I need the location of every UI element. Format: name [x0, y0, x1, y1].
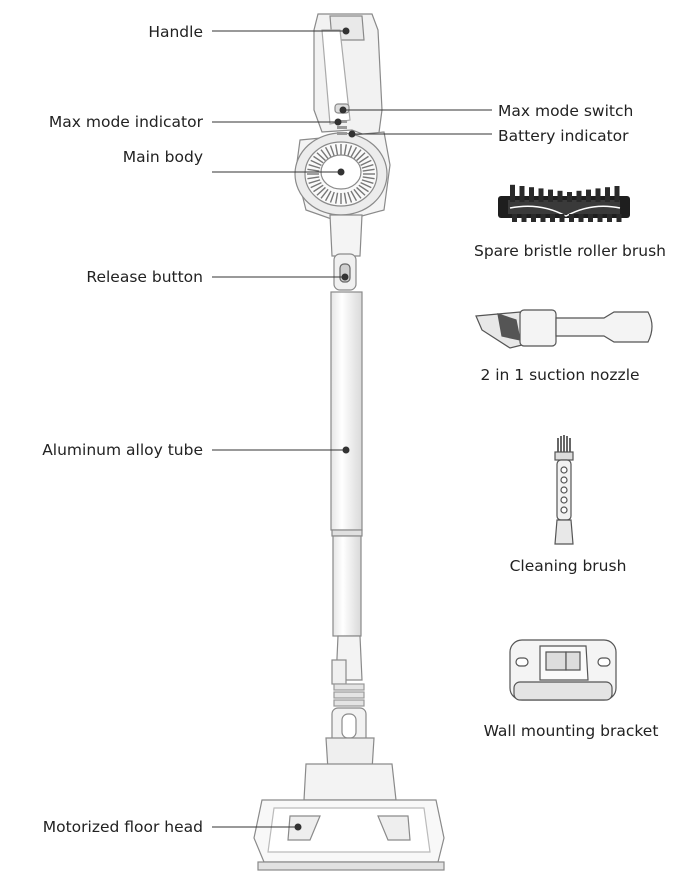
- vent-fin: [356, 152, 366, 162]
- roller-brush-image: [498, 184, 630, 222]
- bristle-tuft: [597, 214, 603, 222]
- vent-fin: [362, 176, 375, 180]
- cleaning-brush-image: [554, 435, 574, 545]
- caption-cleaning-brush: Cleaning brush: [509, 557, 627, 575]
- vent-fin: [343, 192, 348, 204]
- vent-fin: [307, 176, 320, 180]
- wall-bracket-image: [509, 639, 617, 701]
- vent-fin: [347, 191, 353, 203]
- bristle-tuft: [576, 190, 582, 202]
- vent-fin: [362, 168, 375, 172]
- bristle-tuft: [540, 214, 546, 222]
- bristle-tuft: [586, 189, 591, 202]
- label-max-mode-switch: Max mode switch: [498, 102, 634, 120]
- caption-wall-bracket: Wall mounting bracket: [483, 722, 659, 740]
- motor-vents: [307, 144, 375, 204]
- bristle-tuft: [614, 186, 620, 202]
- bristle-tuft: [607, 214, 612, 222]
- caption-roller-brush: Spare bristle roller brush: [473, 242, 666, 260]
- vent-fin: [358, 184, 369, 193]
- label-motorized-floor-head: Motorized floor head: [42, 818, 203, 836]
- bristle-tuft: [538, 188, 544, 202]
- bristle-tufts: [510, 184, 622, 222]
- vent-fin: [350, 146, 358, 158]
- bristle-tuft: [512, 214, 517, 222]
- vent-fin: [307, 168, 320, 172]
- vent-fin: [310, 181, 322, 189]
- vent-fin: [334, 192, 339, 204]
- bristle-tuft: [605, 187, 610, 202]
- vent-fin: [343, 144, 348, 156]
- vent-fin: [347, 145, 353, 157]
- vent-fin: [313, 155, 324, 164]
- vent-fin: [320, 188, 329, 199]
- label-aluminum-tube: Aluminum alloy tube: [42, 441, 203, 459]
- label-max-mode-indicator: Max mode indicator: [48, 113, 203, 131]
- vent-fin: [360, 181, 372, 189]
- vent-fin: [324, 190, 332, 202]
- vent-fin: [360, 159, 372, 167]
- vent-fin: [329, 191, 335, 203]
- vent-fin: [308, 179, 321, 184]
- vent-fin: [324, 146, 332, 158]
- bristle-tuft: [559, 214, 565, 222]
- vent-fin: [334, 144, 339, 156]
- label-release-button: Release button: [86, 268, 203, 286]
- label-handle: Handle: [148, 23, 203, 41]
- vent-fin: [310, 159, 322, 167]
- label-main-body: Main body: [122, 148, 203, 166]
- bristle-tuft: [510, 184, 515, 202]
- bristle-tuft: [588, 214, 593, 222]
- bristle-tuft: [567, 192, 572, 202]
- bristle-tuft: [529, 187, 534, 202]
- vent-fin: [329, 145, 335, 157]
- vent-fin: [313, 184, 324, 193]
- bristle-tuft: [595, 188, 601, 202]
- caption-suction-nozzle: 2 in 1 suction nozzle: [480, 366, 640, 384]
- bristle-tuft: [550, 214, 555, 222]
- bristle-tuft: [578, 214, 584, 222]
- vacuum-cleaner: [253, 13, 445, 871]
- bristle-tuft: [521, 214, 527, 222]
- bristle-tuft: [531, 214, 536, 222]
- callout-lines: [212, 27, 492, 831]
- vent-fin: [356, 186, 366, 196]
- vent-fin: [316, 186, 326, 196]
- vent-fin: [353, 149, 362, 160]
- label-battery-indicator: Battery indicator: [498, 127, 629, 145]
- spring-joint: [333, 683, 365, 707]
- bristle-tuft: [519, 186, 525, 202]
- vent-fin: [353, 188, 362, 199]
- bristle-tuft: [548, 189, 553, 202]
- bristle-tuft: [557, 190, 563, 202]
- vent-fin: [320, 149, 329, 160]
- suction-nozzle-image: [475, 309, 653, 349]
- vent-fin: [358, 155, 369, 164]
- vent-fin: [361, 164, 374, 169]
- vent-fin: [316, 152, 326, 162]
- vent-fin: [361, 179, 374, 184]
- vent-fin: [350, 190, 358, 202]
- bristle-tuft: [616, 214, 622, 222]
- bristle-tuft: [569, 214, 574, 222]
- vent-fin: [308, 164, 321, 169]
- aluminum-tube-part: [330, 291, 363, 531]
